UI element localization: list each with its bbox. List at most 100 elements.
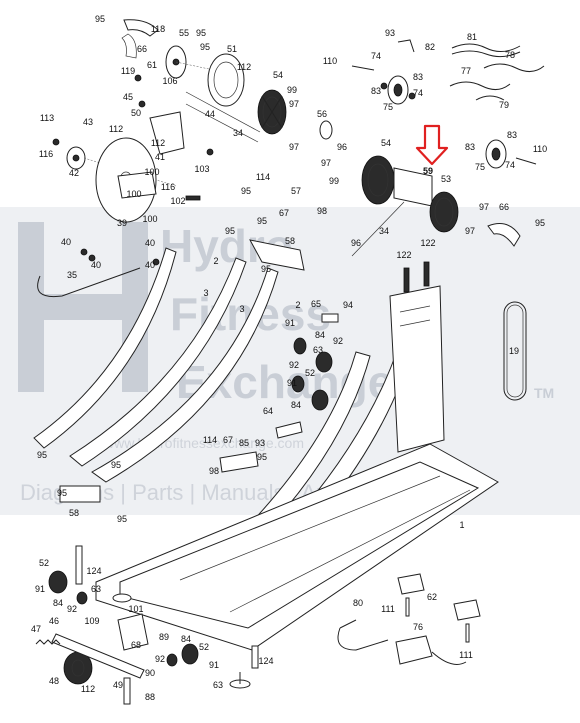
watermark-tm: TM [534, 385, 554, 401]
callout-124: 124 [258, 656, 273, 666]
callout-43: 43 [83, 117, 93, 127]
callout-63: 63 [213, 680, 223, 690]
callout-109: 109 [84, 616, 99, 626]
callout-63: 63 [313, 345, 323, 355]
callout-119: 119 [121, 66, 135, 76]
callout-76: 76 [413, 622, 423, 632]
callout-116: 116 [39, 149, 53, 159]
callout-59: 59 [423, 166, 433, 176]
callout-116: 116 [161, 182, 175, 192]
callout-67: 67 [279, 208, 289, 218]
callout-95: 95 [117, 514, 127, 524]
callout-112: 112 [151, 138, 165, 148]
callout-48: 48 [49, 676, 59, 686]
callout-92: 92 [333, 336, 343, 346]
callout-83: 83 [413, 72, 423, 82]
part-46-arm [51, 633, 145, 679]
callout-100: 100 [142, 214, 157, 224]
callout-2: 2 [213, 256, 218, 266]
callout-45: 45 [123, 92, 133, 102]
callout-65: 65 [311, 299, 321, 309]
part-19-belt [503, 301, 527, 401]
part-52-roller [48, 570, 68, 594]
callout-42: 42 [69, 168, 79, 178]
callout-64: 64 [263, 406, 273, 416]
callout-74: 74 [413, 88, 423, 98]
callout-95: 95 [535, 218, 545, 228]
cable-35 [37, 248, 160, 298]
callout-46: 46 [49, 616, 59, 626]
callout-55: 55 [179, 28, 189, 38]
callout-114: 114 [203, 435, 217, 445]
callout-83: 83 [507, 130, 517, 140]
part-tower [389, 285, 445, 453]
pulleys-mid [291, 313, 339, 411]
callout-75: 75 [383, 102, 393, 112]
part-77-wire [449, 81, 511, 90]
callout-50: 50 [131, 108, 141, 118]
callout-56: 56 [317, 109, 327, 119]
callout-40: 40 [91, 260, 101, 270]
bracket-64 [219, 421, 303, 473]
callout-112: 112 [237, 62, 251, 72]
part-53-wheel [429, 191, 459, 233]
callout-2: 2 [295, 300, 300, 310]
callout-95: 95 [257, 452, 267, 462]
callout-85: 85 [239, 438, 249, 448]
callout-118: 118 [151, 24, 165, 34]
part-47-spring [35, 639, 61, 645]
callout-97: 97 [289, 99, 299, 109]
callout-3: 3 [239, 304, 244, 314]
callout-1: 1 [459, 520, 464, 530]
callout-96: 96 [337, 142, 347, 152]
callout-112: 112 [81, 684, 95, 694]
callout-40: 40 [61, 237, 71, 247]
callout-110: 110 [323, 56, 337, 66]
callout-98: 98 [317, 206, 327, 216]
callout-95: 95 [261, 264, 271, 274]
part-78-wire [483, 63, 545, 72]
highlight-arrow [415, 124, 449, 166]
callout-84: 84 [315, 330, 325, 340]
callout-61: 61 [147, 60, 157, 70]
power-supply [337, 619, 467, 665]
callout-66: 66 [137, 44, 147, 54]
part-62-foot-right [453, 599, 481, 621]
callout-95: 95 [196, 28, 206, 38]
callout-88: 88 [145, 692, 155, 702]
callout-19: 19 [509, 346, 519, 356]
callout-63: 63 [91, 584, 101, 594]
callout-95: 95 [57, 488, 67, 498]
callout-102: 102 [170, 196, 185, 206]
part-51-pulley [207, 53, 245, 107]
callout-113: 113 [40, 113, 54, 123]
callout-58: 58 [285, 236, 295, 246]
callout-95: 95 [225, 226, 235, 236]
callout-34: 34 [233, 128, 243, 138]
callout-99: 99 [329, 176, 339, 186]
callout-74: 74 [505, 160, 515, 170]
callout-93: 93 [255, 438, 265, 448]
callout-52: 52 [305, 368, 315, 378]
callout-35: 35 [67, 270, 77, 280]
belt-19 [503, 301, 527, 401]
callout-95: 95 [95, 14, 105, 24]
callout-98: 98 [209, 466, 219, 476]
rear-roller-assembly [35, 545, 259, 705]
callout-91: 91 [35, 584, 45, 594]
callout-92: 92 [289, 360, 299, 370]
callout-95: 95 [200, 42, 210, 52]
callout-114: 114 [256, 172, 270, 182]
callout-100: 100 [126, 189, 141, 199]
part-100-hub [117, 171, 157, 199]
callout-82: 82 [425, 42, 435, 52]
callout-95: 95 [111, 460, 121, 470]
callout-66: 66 [499, 202, 509, 212]
callout-111: 111 [381, 604, 395, 614]
callout-97: 97 [321, 158, 331, 168]
callout-83: 83 [465, 142, 475, 152]
callout-89: 89 [159, 632, 169, 642]
callout-62: 62 [427, 592, 437, 602]
